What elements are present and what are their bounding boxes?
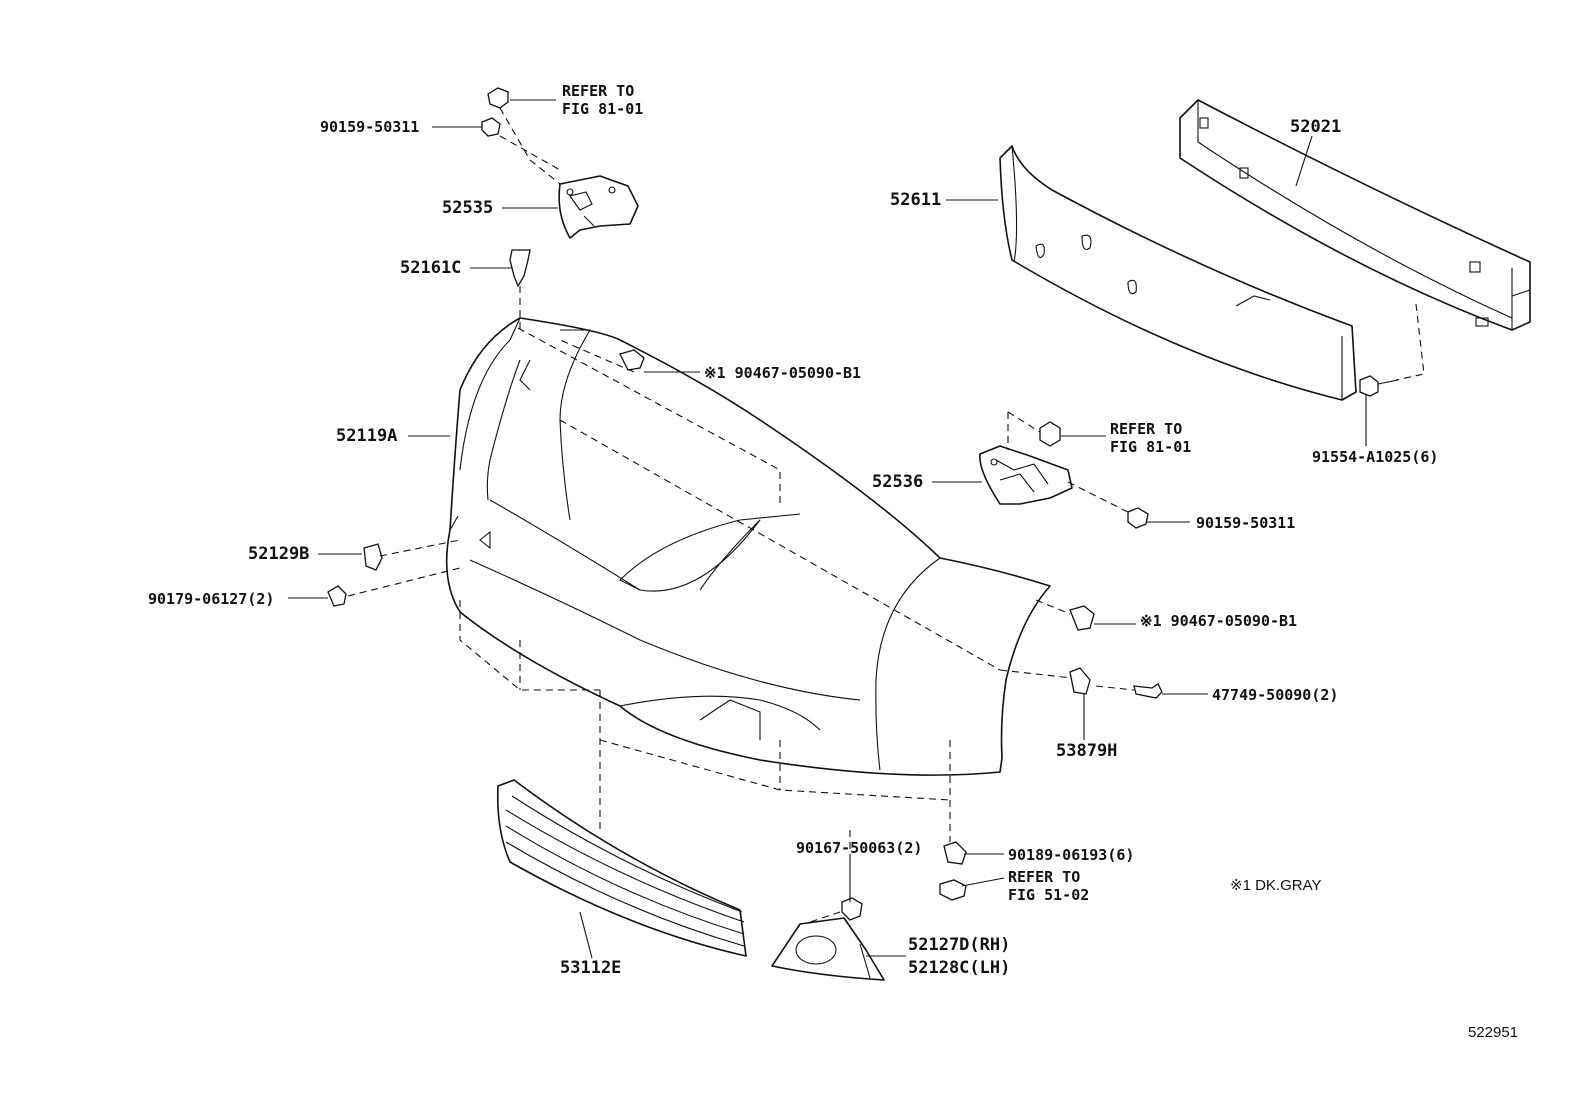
part-label-52161c: 52161C bbox=[400, 258, 462, 278]
part-label-52535: 52535 bbox=[442, 198, 494, 218]
fog-cover-52127d bbox=[771, 917, 885, 981]
document-number: 522951 bbox=[1468, 1024, 1519, 1041]
refer-to-label-bottom: REFER TO bbox=[1008, 868, 1081, 886]
assembly-lines bbox=[347, 107, 1425, 923]
fasteners bbox=[327, 87, 1399, 921]
bumper-reinforcement-52021 bbox=[1179, 99, 1531, 331]
refer-to-label-top: REFER TO bbox=[562, 82, 635, 100]
part-label-52611: 52611 bbox=[890, 190, 942, 210]
part-label-52128c: 52128C(LH) bbox=[908, 958, 1011, 978]
part-label-52536: 52536 bbox=[872, 472, 924, 492]
refer-to-fig-top: FIG 81-01 bbox=[562, 100, 644, 118]
refer-to-label-mid: REFER TO bbox=[1110, 420, 1183, 438]
part-label-90467-mid: ※1 90467-05090-B1 bbox=[1140, 612, 1298, 630]
bracket-52535 bbox=[558, 175, 639, 239]
leader-lines bbox=[288, 99, 1367, 959]
part-label-52021: 52021 bbox=[1290, 117, 1342, 137]
part-label-90167: 90167-50063(2) bbox=[796, 839, 923, 857]
part-label-90159-mid: 90159-50311 bbox=[1196, 514, 1296, 532]
part-label-91554: 91554-A1025(6) bbox=[1312, 448, 1439, 466]
part-label-53112e: 53112E bbox=[560, 958, 622, 978]
part-label-52119a: 52119A bbox=[336, 426, 398, 446]
part-label-90159-top: 90159-50311 bbox=[320, 118, 420, 136]
refer-to-fig-mid: FIG 81-01 bbox=[1110, 438, 1192, 456]
part-label-47749: 47749-50090(2) bbox=[1212, 686, 1339, 704]
bumper-absorber-52611 bbox=[999, 145, 1357, 401]
part-label-90467-top: ※1 90467-05090-B1 bbox=[704, 364, 862, 382]
grille-53112e bbox=[496, 779, 747, 957]
refer-to-fig-bottom: FIG 51-02 bbox=[1008, 886, 1090, 904]
part-label-52129b: 52129B bbox=[248, 544, 310, 564]
part-label-52127d: 52127D(RH) bbox=[908, 935, 1011, 955]
bumper-cover-52119a bbox=[445, 317, 1051, 776]
bracket-52536 bbox=[979, 445, 1073, 505]
part-label-53879h: 53879H bbox=[1056, 741, 1118, 761]
part-label-90189: 90189-06193(6) bbox=[1008, 846, 1135, 864]
part-label-90179: 90179-06127(2) bbox=[148, 590, 275, 608]
color-note: ※1 DK.GRAY bbox=[1230, 877, 1322, 894]
